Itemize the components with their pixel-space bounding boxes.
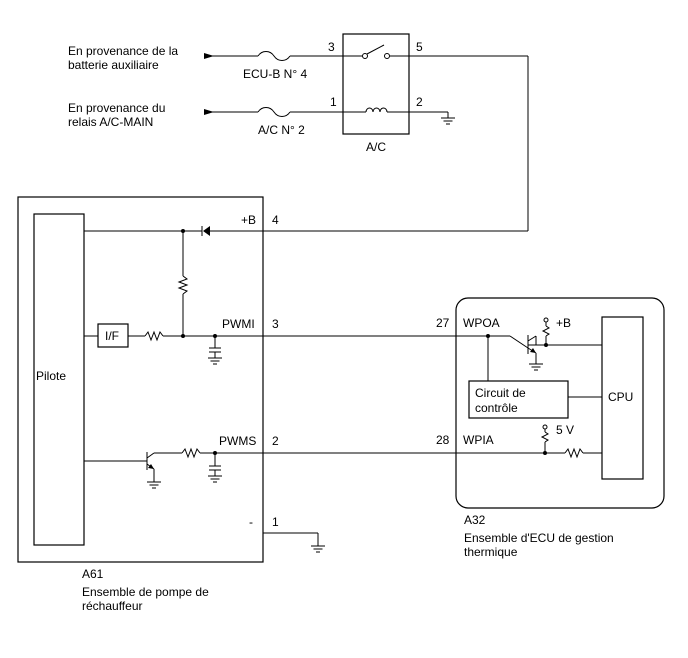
pump-name-line2: réchauffeur [82, 599, 143, 613]
interface-label: I/F [105, 329, 119, 343]
control-circuit-line1: Circuit de [475, 386, 526, 400]
pump-transistor [84, 452, 182, 489]
pump-pin-num-1: 1 [272, 515, 279, 529]
feed-line-ecu-b [204, 51, 346, 61]
ecu-name-line2: thermique [464, 545, 518, 559]
ecu-assembly-box [455, 297, 665, 509]
wire-pwms [181, 447, 545, 483]
pump-pin-label-b: +B [241, 213, 256, 227]
relay-pin-1: 1 [330, 95, 337, 109]
pump-assembly-box [17, 196, 264, 563]
control-circuit-box [468, 380, 569, 419]
ecu-code: A32 [464, 513, 486, 527]
ecu-output-transistor [486, 317, 602, 381]
pump-pin-label-minus: - [249, 515, 253, 529]
diode [84, 226, 210, 236]
ecu-pin-num-27: 27 [436, 316, 450, 330]
feed-line-ac [204, 107, 346, 117]
wire-pump-ground [263, 532, 326, 553]
pump-pin-label-pwms: PWMS [219, 434, 256, 448]
pump-pin-num-4: 4 [272, 213, 279, 227]
ecu-input-circuit [540, 424, 602, 459]
pump-pin-num-2: 2 [272, 434, 279, 448]
ecu-name-line1: Ensemble d'ECU de gestion [464, 531, 614, 545]
pilot-box [33, 213, 85, 546]
source-ac-main-line1: En provenance du [68, 101, 165, 115]
pump-pin-label-pwmi: PWMI [222, 317, 255, 331]
cpu-label: CPU [608, 390, 633, 404]
source-ac-main-line2: relais A/C-MAIN [68, 115, 153, 129]
ecu-pin-label-wpia: WPIA [463, 433, 494, 447]
relay-pin-5: 5 [416, 40, 423, 54]
relay-coil [346, 107, 456, 125]
ecu-supply-b: +B [556, 316, 571, 330]
pump-code: A61 [82, 567, 104, 581]
relay-switch [346, 44, 528, 59]
relay-label: A/C [366, 140, 386, 154]
control-circuit-line2: contrôle [475, 401, 518, 415]
relay-pin-3: 3 [328, 40, 335, 54]
pump-pin-num-3: 3 [272, 317, 279, 331]
ecu-pin-num-28: 28 [436, 433, 450, 447]
pump-name-line1: Ensemble de pompe de [82, 585, 209, 599]
relay-pin-2: 2 [416, 95, 423, 109]
fuse-ecu-b-label: ECU-B N° 4 [243, 67, 307, 81]
pullup-resistor [177, 229, 189, 338]
relay-box [342, 33, 410, 135]
ecu-supply-5v: 5 V [556, 423, 574, 437]
pilot-label: Pilote [36, 369, 66, 383]
fuse-ac-label: A/C N° 2 [258, 123, 305, 137]
ecu-pin-label-wpoa: WPOA [463, 316, 500, 330]
source-aux-battery-line1: En provenance de la [68, 44, 178, 58]
source-aux-battery-line2: batterie auxiliaire [68, 58, 159, 72]
cpu-box [601, 316, 644, 480]
wire-pwmi [128, 330, 488, 365]
